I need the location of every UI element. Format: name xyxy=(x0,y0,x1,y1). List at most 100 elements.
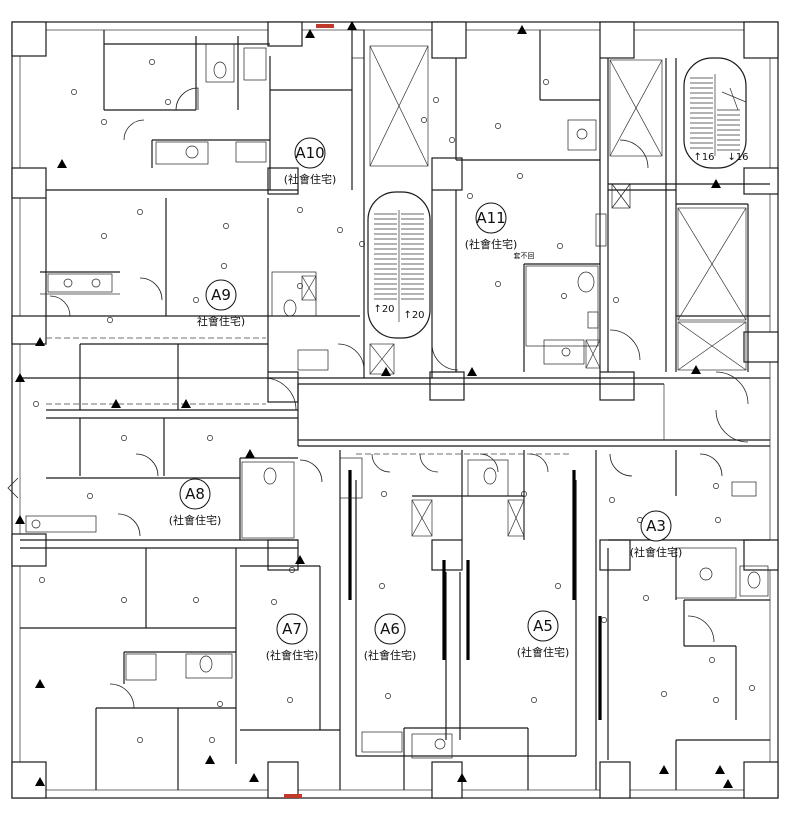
outlet-triangle-marker xyxy=(35,337,45,346)
outlet-triangle-marker xyxy=(711,179,721,188)
outlet-triangle-marker xyxy=(57,159,67,168)
unit-type-label: (社會住宅) xyxy=(284,172,337,186)
outlet-triangle-marker xyxy=(723,779,733,788)
outlet-triangle-marker xyxy=(659,765,669,774)
light-fixture-symbol xyxy=(521,491,527,497)
outlet-triangle-marker xyxy=(249,773,259,782)
unit-type-label: (社會住宅) xyxy=(517,645,570,659)
light-fixture-symbol xyxy=(39,577,45,583)
light-fixture-symbol xyxy=(223,223,229,229)
outlet-triangle-marker xyxy=(347,21,357,30)
outlet-triangle-marker xyxy=(245,449,255,458)
unit-type-label: (社會住宅) xyxy=(465,237,518,251)
center-staircase xyxy=(367,191,431,339)
unit-id-label: A5 xyxy=(533,617,553,635)
light-fixture-symbol xyxy=(715,517,721,523)
light-fixture-symbol xyxy=(385,693,391,699)
light-fixture-symbol xyxy=(379,583,385,589)
shaft-voids xyxy=(301,45,747,537)
light-fixture-symbol xyxy=(557,243,563,249)
light-fixture-symbol xyxy=(561,293,567,299)
light-fixture-symbol xyxy=(193,597,199,603)
light-fixture-symbol xyxy=(661,691,667,697)
light-fixture-symbol xyxy=(449,137,455,143)
outlet-triangle-marker xyxy=(467,367,477,376)
unit-id-label: A10 xyxy=(295,144,324,162)
outlet-triangle-marker xyxy=(15,515,25,524)
unit-tag-bubble xyxy=(179,478,211,510)
light-fixture-symbol xyxy=(193,297,199,303)
ne-stair-label-right: ↓16 xyxy=(727,152,748,163)
light-fixture-symbol xyxy=(271,599,277,605)
light-fixture-symbol xyxy=(71,89,77,95)
center-stair-label-right: ↑20 xyxy=(403,310,424,321)
light-fixture-symbol xyxy=(601,617,607,623)
unit-id-label: A11 xyxy=(476,209,505,227)
light-fixture-symbol xyxy=(297,207,303,213)
unit-tag-bubble xyxy=(640,510,672,542)
unit-id-label: A9 xyxy=(211,286,231,304)
heavy-pipe-runs xyxy=(348,470,602,720)
light-fixture-symbol xyxy=(359,241,365,247)
light-fixture-symbol xyxy=(531,697,537,703)
light-fixture-symbol xyxy=(543,79,549,85)
outlet-triangle-marker xyxy=(15,373,25,382)
light-fixture-symbol xyxy=(467,193,473,199)
annotation-markers xyxy=(15,21,755,798)
outer-walls xyxy=(11,21,779,799)
light-fixture-symbol xyxy=(433,97,439,103)
light-fixture-symbol xyxy=(495,123,501,129)
northeast-staircase xyxy=(683,57,747,169)
dashed-corridor-lines xyxy=(46,337,572,455)
unit-id-label: A3 xyxy=(646,517,666,535)
red-hatch-marker xyxy=(284,794,302,798)
light-fixture-symbol xyxy=(495,281,501,287)
unit-tag-bubble xyxy=(527,610,559,642)
light-fixture-symbol xyxy=(713,697,719,703)
light-fixture-symbol xyxy=(381,491,387,497)
unit-tag-bubble xyxy=(276,613,308,645)
central-corridor xyxy=(20,377,770,447)
light-fixture-symbol xyxy=(555,583,561,589)
unit-tag-bubble xyxy=(374,613,406,645)
light-fixture-symbol xyxy=(107,317,113,323)
light-fixture-symbol xyxy=(709,657,715,663)
light-fixture-symbol xyxy=(713,483,719,489)
unit-type-label: (社會住宅) xyxy=(630,545,683,559)
light-fixture-symbol xyxy=(289,567,295,573)
light-fixture-symbol xyxy=(421,117,427,123)
light-fixture-symbol xyxy=(101,119,107,125)
unit-id-label: A8 xyxy=(185,485,205,503)
light-fixture-symbol xyxy=(165,99,171,105)
red-hatch-marker xyxy=(316,24,334,28)
unit-type-label: 社會住宅) xyxy=(197,314,245,328)
outlet-triangle-marker xyxy=(715,765,725,774)
shower-note: 套不回 xyxy=(514,251,535,260)
unit-id-label: A6 xyxy=(380,620,400,638)
light-fixture-symbol xyxy=(87,493,93,499)
ne-stair-label-left: ↑16 xyxy=(693,152,714,163)
light-fixture-symbol xyxy=(337,227,343,233)
plumbing-fixtures xyxy=(25,29,769,759)
light-fixture-symbol xyxy=(749,685,755,691)
light-fixture-symbol xyxy=(517,173,523,179)
unit-tag-bubble xyxy=(294,137,326,169)
outlet-triangle-marker xyxy=(305,29,315,38)
unit-type-label: (社會住宅) xyxy=(169,513,222,527)
partition-walls xyxy=(20,30,770,790)
light-fixture-symbol xyxy=(609,497,615,503)
door-swings xyxy=(7,87,749,709)
outlet-triangle-marker xyxy=(517,25,527,34)
light-fixture-symbol xyxy=(221,263,227,269)
light-fixture-symbol xyxy=(613,297,619,303)
light-fixture-symbol xyxy=(137,737,143,743)
light-fixture-symbol xyxy=(287,697,293,703)
unit-tags: A10 (社會住宅) A11 (社會住宅) A9 社會住宅) A8 (社會住宅) A7 (社會住宅… xyxy=(169,137,683,662)
center-stair-label-left: ↑20 xyxy=(373,304,394,315)
unit-id-label: A7 xyxy=(282,620,302,638)
unit-tag-bubble xyxy=(475,202,507,234)
outlet-triangle-marker xyxy=(111,399,121,408)
outlet-triangle-marker xyxy=(35,679,45,688)
structural-columns xyxy=(11,21,779,799)
